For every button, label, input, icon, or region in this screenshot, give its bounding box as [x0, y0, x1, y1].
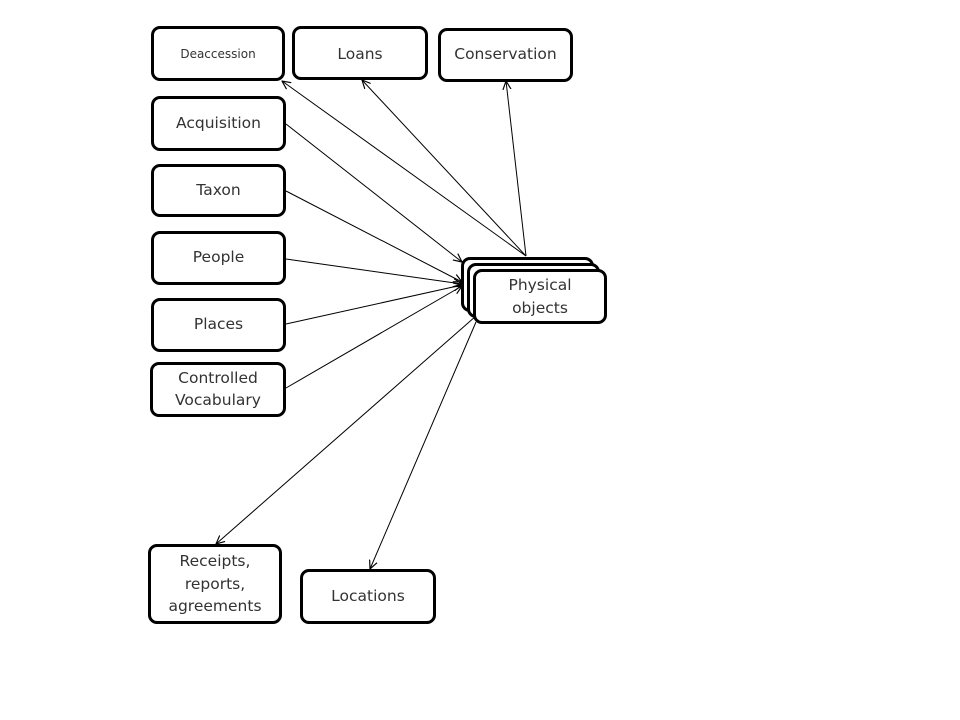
arrow-to-loans: [362, 80, 527, 257]
arrow-to-locations: [370, 321, 477, 569]
taxon-label: Taxon: [196, 180, 241, 199]
arrow-from-acquisition: [285, 123, 462, 262]
deaccession-box: Deaccession: [151, 26, 285, 81]
people-box: People: [151, 231, 286, 285]
arrow-from-people: [285, 258, 462, 284]
controlled-vocabulary-line-1: Controlled: [178, 368, 258, 387]
loans-box: Loans: [292, 26, 428, 80]
conservation-box: Conservation: [438, 28, 573, 82]
controlled-vocabulary-box: Controlled Vocabulary: [150, 362, 286, 417]
taxon-box: Taxon: [151, 164, 286, 217]
arrow-to-deaccession: [282, 81, 527, 257]
physical-objects-box: Physical objects: [473, 269, 607, 324]
receipts-line-2: reports,: [184, 574, 246, 593]
receipts-box: Receipts, reports, agreements: [148, 544, 282, 624]
acquisition-box: Acquisition: [151, 96, 286, 151]
receipts-line-3: agreements: [168, 597, 262, 616]
places-box: Places: [151, 298, 286, 352]
conservation-label: Conservation: [454, 45, 557, 64]
locations-box: Locations: [300, 569, 436, 624]
arrow-from-places: [285, 285, 462, 325]
places-label: Places: [193, 315, 244, 334]
controlled-vocabulary-line-2: Vocabulary: [175, 390, 261, 409]
arrow-to-receipts: [216, 315, 477, 544]
physical-objects-line-1: Physical: [508, 276, 572, 295]
physical-objects-line-2: objects: [512, 298, 568, 317]
locations-label: Locations: [331, 586, 405, 605]
deaccession-label: Deaccession: [180, 46, 256, 61]
arrow-from-controlled-vocabulary: [285, 286, 462, 389]
people-label: People: [192, 248, 245, 267]
receipts-line-1: Receipts,: [179, 552, 251, 571]
acquisition-label: Acquisition: [176, 113, 261, 132]
loans-label: Loans: [337, 45, 383, 63]
arrow-to-conservation: [506, 81, 527, 257]
arrow-from-taxon: [285, 190, 462, 282]
